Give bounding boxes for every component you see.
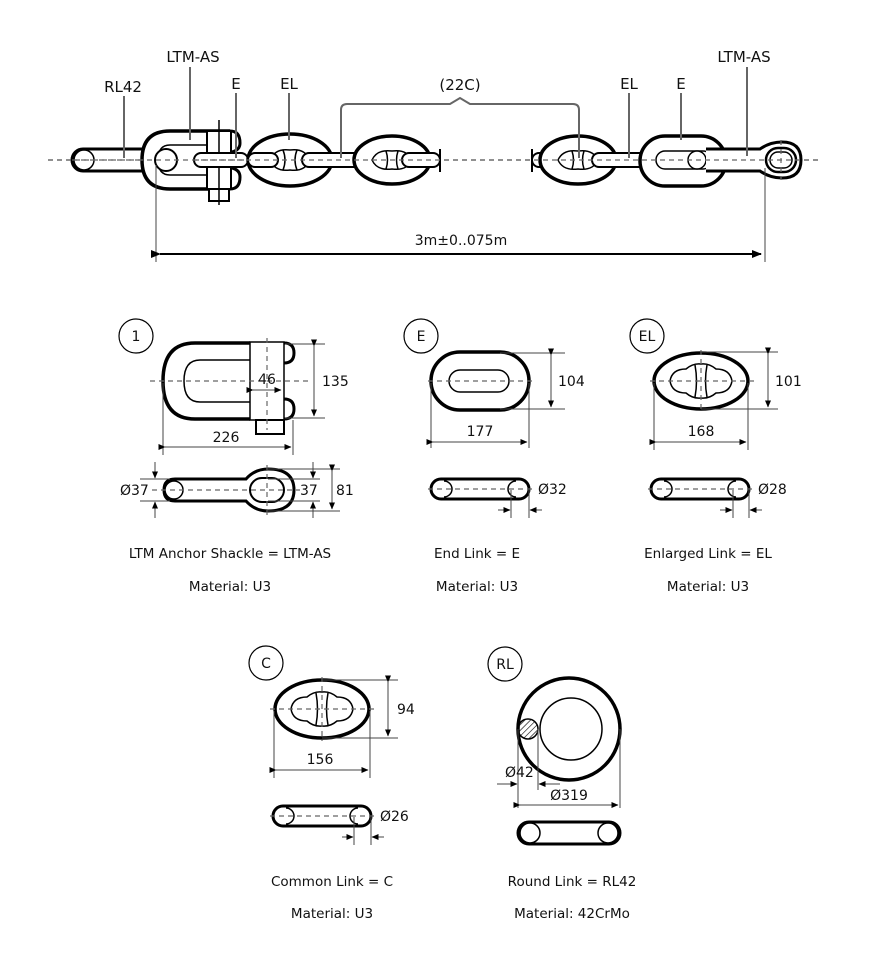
dim-eye: 37 [300,483,318,499]
component-ltm-as: 1 46 135 226 Ø37 37 [118,318,354,595]
caption-material: Material: 42CrMo [514,906,630,922]
callout-badge-1 [118,318,154,354]
chain-assembly: RL42 LTM-AS E EL (22C) EL E LTM-AS 3m±0.… [48,48,822,262]
dim-height: 101 [775,374,802,390]
label-ltm-as-left: LTM-AS [166,48,219,66]
component-round-link: RL Ø42 Ø319 Round Link = RL42 Material: … [487,646,637,922]
dim-pin: 46 [258,372,276,388]
dim-length: 168 [688,424,715,440]
caption-name: Common Link = C [271,874,393,890]
dim-dia: Ø28 [758,482,787,498]
dim-length: 177 [467,424,494,440]
dim-length: 226 [213,430,240,446]
overall-length-label: 3m±0..075m [415,233,507,249]
caption-name: LTM Anchor Shackle = LTM-AS [129,546,331,562]
component-enlarged-link: EL 101 168 Ø28 Enlarged Link = EL Materi… [629,318,802,595]
callout-id-e: E [417,329,426,345]
label-rl42: RL42 [104,78,142,96]
caption-name: Round Link = RL42 [508,874,637,890]
dim-dia: Ø26 [380,809,409,825]
caption-material: Material: U3 [291,906,373,922]
caption-material: Material: U3 [667,579,749,595]
dim-bar-dia: Ø42 [505,765,534,781]
dim-outer-dia: Ø319 [550,788,588,804]
bracket-22c [340,96,580,158]
callout-id-1: 1 [132,329,141,345]
common-link-2 [531,134,618,186]
callout-badge-c [248,645,284,681]
callout-id-c: C [261,656,271,672]
caption-name: Enlarged Link = EL [644,546,772,562]
callout-id-rl: RL [496,657,514,673]
label-ltm-as-right: LTM-AS [717,48,770,66]
caption-name: End Link = E [434,546,520,562]
dim-dia: Ø32 [538,482,567,498]
component-common-link: C 94 156 Ø26 Common Link = C Material: U… [248,645,415,922]
label-22c: (22C) [439,76,480,94]
callout-badge-el [629,318,665,354]
callout-id-el: EL [639,329,656,345]
caption-material: Material: U3 [436,579,518,595]
dim-thickness: 81 [336,483,354,499]
dim-height: 94 [397,702,415,718]
caption-material: Material: U3 [189,579,271,595]
dim-dia-left: Ø37 [120,483,149,499]
label-el-right: EL [620,75,638,93]
label-e-left: E [231,75,240,93]
component-end-link: E 104 177 Ø32 End Link = E Material: U3 [403,318,585,595]
label-el-left: EL [280,75,298,93]
dim-height: 104 [558,374,585,390]
callout-badge-rl [487,646,523,682]
dim-length: 156 [307,752,334,768]
label-e-right: E [676,75,685,93]
callout-badge-e [403,318,439,354]
dim-height: 135 [322,374,349,390]
